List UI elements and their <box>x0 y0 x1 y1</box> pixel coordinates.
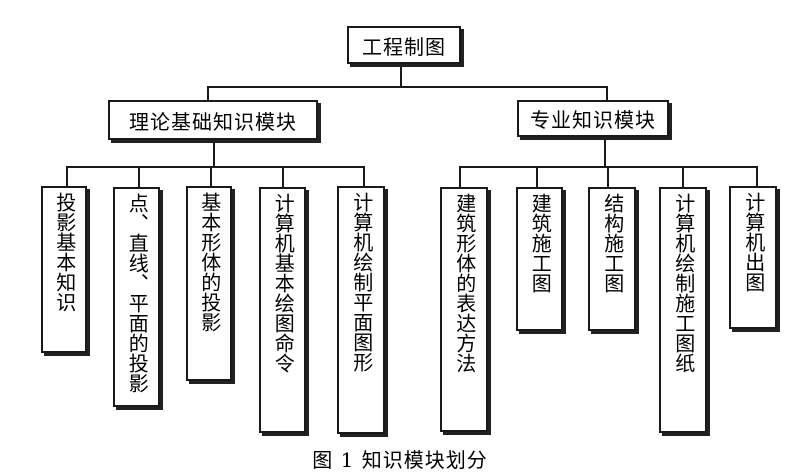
connector-left-child-3 <box>210 166 212 186</box>
connector-right-down <box>606 86 608 100</box>
module-professional: 专业知识模块 <box>517 100 669 137</box>
connector-root-down <box>400 64 402 88</box>
root-node: 工程制图 <box>347 26 461 64</box>
connector-left-child-5 <box>363 166 365 186</box>
connector-left-bar <box>66 166 365 168</box>
leaf-basic-solid-projection: 基本形体的投影 <box>186 186 232 381</box>
connector-right-child-5 <box>756 166 758 186</box>
leaf-architectural-drawings: 建筑施工图 <box>516 187 563 331</box>
leaf-label: 建筑施工图 <box>528 193 553 293</box>
leaf-label: 建筑形体的表达方法 <box>452 193 477 373</box>
leaf-label: 基本形体的投影 <box>197 192 222 332</box>
connector-right-child-2 <box>536 166 538 187</box>
leaf-label: 计算机绘制平面图形 <box>349 192 374 372</box>
leaf-point-line-plane-projection: 点、直线、平面的投影 <box>113 187 160 407</box>
leaf-label: 计算机出图 <box>741 192 766 292</box>
leaf-label: 计算机绘制施工图纸 <box>671 193 696 373</box>
figure-caption: 图 1 知识模块划分 <box>312 448 488 472</box>
connector-right-child-4 <box>682 166 684 187</box>
leaf-label: 计算机基本绘图命令 <box>271 193 296 373</box>
leaf-projection-basics: 投影基本知识 <box>41 186 87 353</box>
leaf-building-form-expression: 建筑形体的表达方法 <box>440 187 488 432</box>
connector-right-module-down <box>604 137 606 168</box>
connector-right-child-3 <box>607 166 609 187</box>
leaf-label: 结构施工图 <box>600 193 625 293</box>
connector-left-child-4 <box>282 166 284 187</box>
module-theory-basics: 理论基础知识模块 <box>108 100 318 140</box>
leaf-cad-basic-commands: 计算机基本绘图命令 <box>259 187 306 433</box>
leaf-cad-plane-drawing: 计算机绘制平面图形 <box>337 186 385 434</box>
connector-left-child-1 <box>66 166 68 186</box>
connector-left-down <box>207 86 209 100</box>
leaf-cad-construction-drawings: 计算机绘制施工图纸 <box>659 187 707 433</box>
connector-left-module-down <box>213 140 215 168</box>
leaf-structural-drawings: 结构施工图 <box>588 187 636 331</box>
leaf-label: 点、直线、平面的投影 <box>125 193 150 393</box>
connector-root-bar <box>207 86 607 88</box>
connector-right-child-1 <box>459 166 461 187</box>
connector-left-child-2 <box>138 166 140 187</box>
leaf-cad-plotting: 计算机出图 <box>729 186 777 329</box>
leaf-label: 投影基本知识 <box>52 192 77 312</box>
